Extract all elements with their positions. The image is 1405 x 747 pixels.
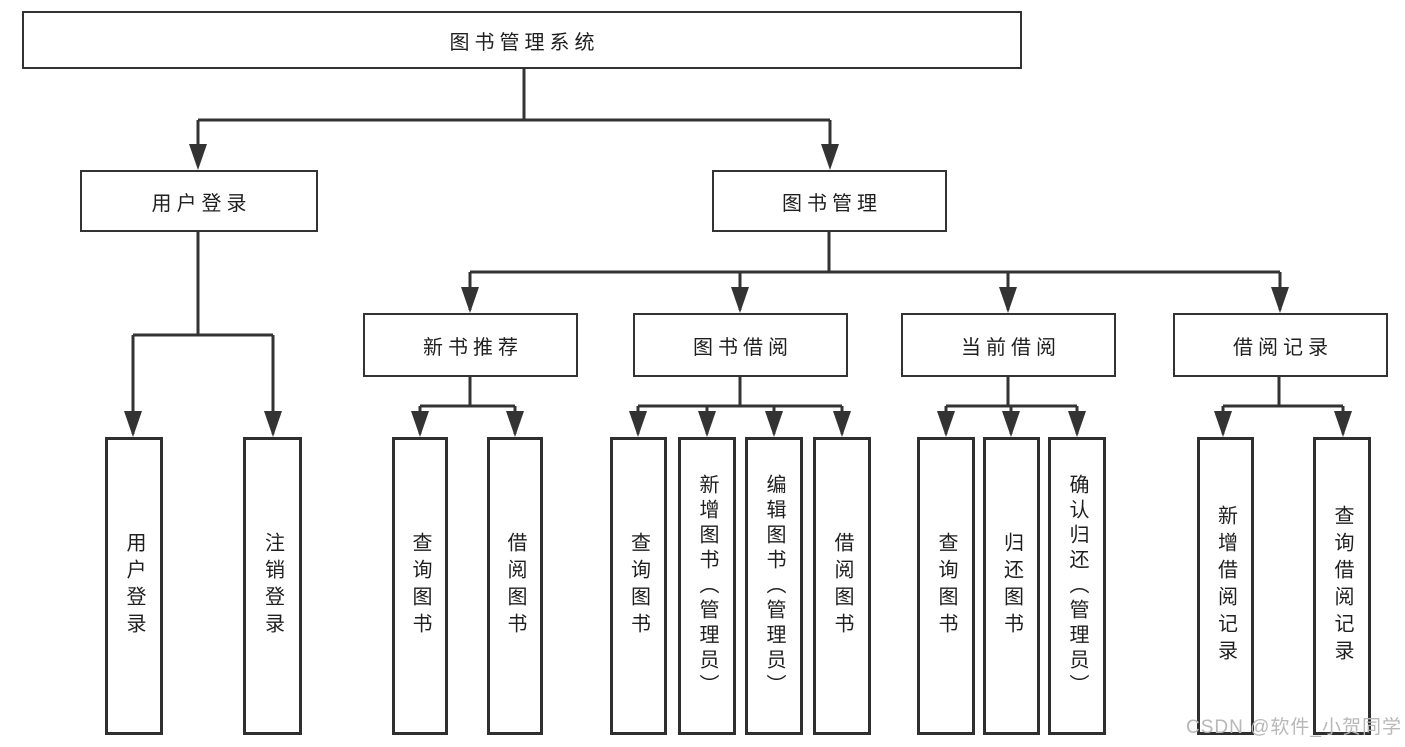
node-new-book-recommend: 新书推荐	[363, 313, 578, 377]
node-label: 图书管理	[782, 192, 882, 215]
node-label: 图书借阅	[693, 336, 793, 359]
leaf-label: 借阅图书	[831, 532, 853, 640]
node-user-login: 用户登录	[80, 170, 318, 232]
leaf-user-login: 用户登录	[105, 437, 163, 735]
leaf-label: 查询图书	[409, 532, 431, 640]
leaf-label: 新增借阅记录	[1214, 505, 1237, 667]
leaf-label: 查询图书	[935, 532, 957, 640]
leaf-add-books-admin: 新增图书（管理员）	[678, 437, 736, 735]
node-label: 新书推荐	[423, 336, 523, 359]
leaf-label: 编辑图书（管理员）	[763, 473, 785, 699]
node-borrowing-records: 借阅记录	[1173, 313, 1388, 377]
leaf-label: 归还图书	[1000, 532, 1023, 640]
leaf-edit-books-admin: 编辑图书（管理员）	[745, 437, 803, 735]
leaf-borrow-books-recommend: 借阅图书	[487, 437, 543, 735]
leaf-query-books-current: 查询图书	[917, 437, 975, 735]
leaf-borrow-books: 借阅图书	[813, 437, 871, 735]
leaf-logout: 注销登录	[243, 437, 302, 735]
node-current-borrowing: 当前借阅	[901, 313, 1116, 377]
leaf-label: 确认归还（管理员）	[1066, 473, 1088, 699]
leaf-label: 查询借阅记录	[1331, 505, 1353, 667]
leaf-query-books-recommend: 查询图书	[392, 437, 448, 735]
leaf-confirm-return-admin: 确认归还（管理员）	[1048, 437, 1106, 735]
leaf-query-borrow-record: 查询借阅记录	[1313, 437, 1371, 735]
leaf-label: 查询图书	[627, 532, 650, 640]
node-book-borrowing: 图书借阅	[633, 313, 848, 377]
leaf-label: 用户登录	[123, 532, 145, 640]
leaf-return-books: 归还图书	[983, 437, 1040, 735]
node-library-system: 图书管理系统	[22, 11, 1022, 69]
csdn-watermark: CSDN @软件_小贺同学	[1186, 717, 1402, 738]
leaf-label: 注销登录	[261, 532, 284, 640]
node-label: 图书管理系统	[449, 31, 600, 54]
leaf-add-borrow-record: 新增借阅记录	[1197, 437, 1254, 735]
node-label: 用户登录	[151, 192, 252, 215]
node-book-management: 图书管理	[712, 170, 947, 232]
leaf-label: 新增图书（管理员）	[696, 473, 718, 699]
leaf-query-books-borrowing: 查询图书	[610, 437, 667, 735]
node-label: 当前借阅	[961, 336, 1061, 359]
node-label: 借阅记录	[1233, 336, 1333, 359]
leaf-label: 借阅图书	[504, 532, 526, 640]
